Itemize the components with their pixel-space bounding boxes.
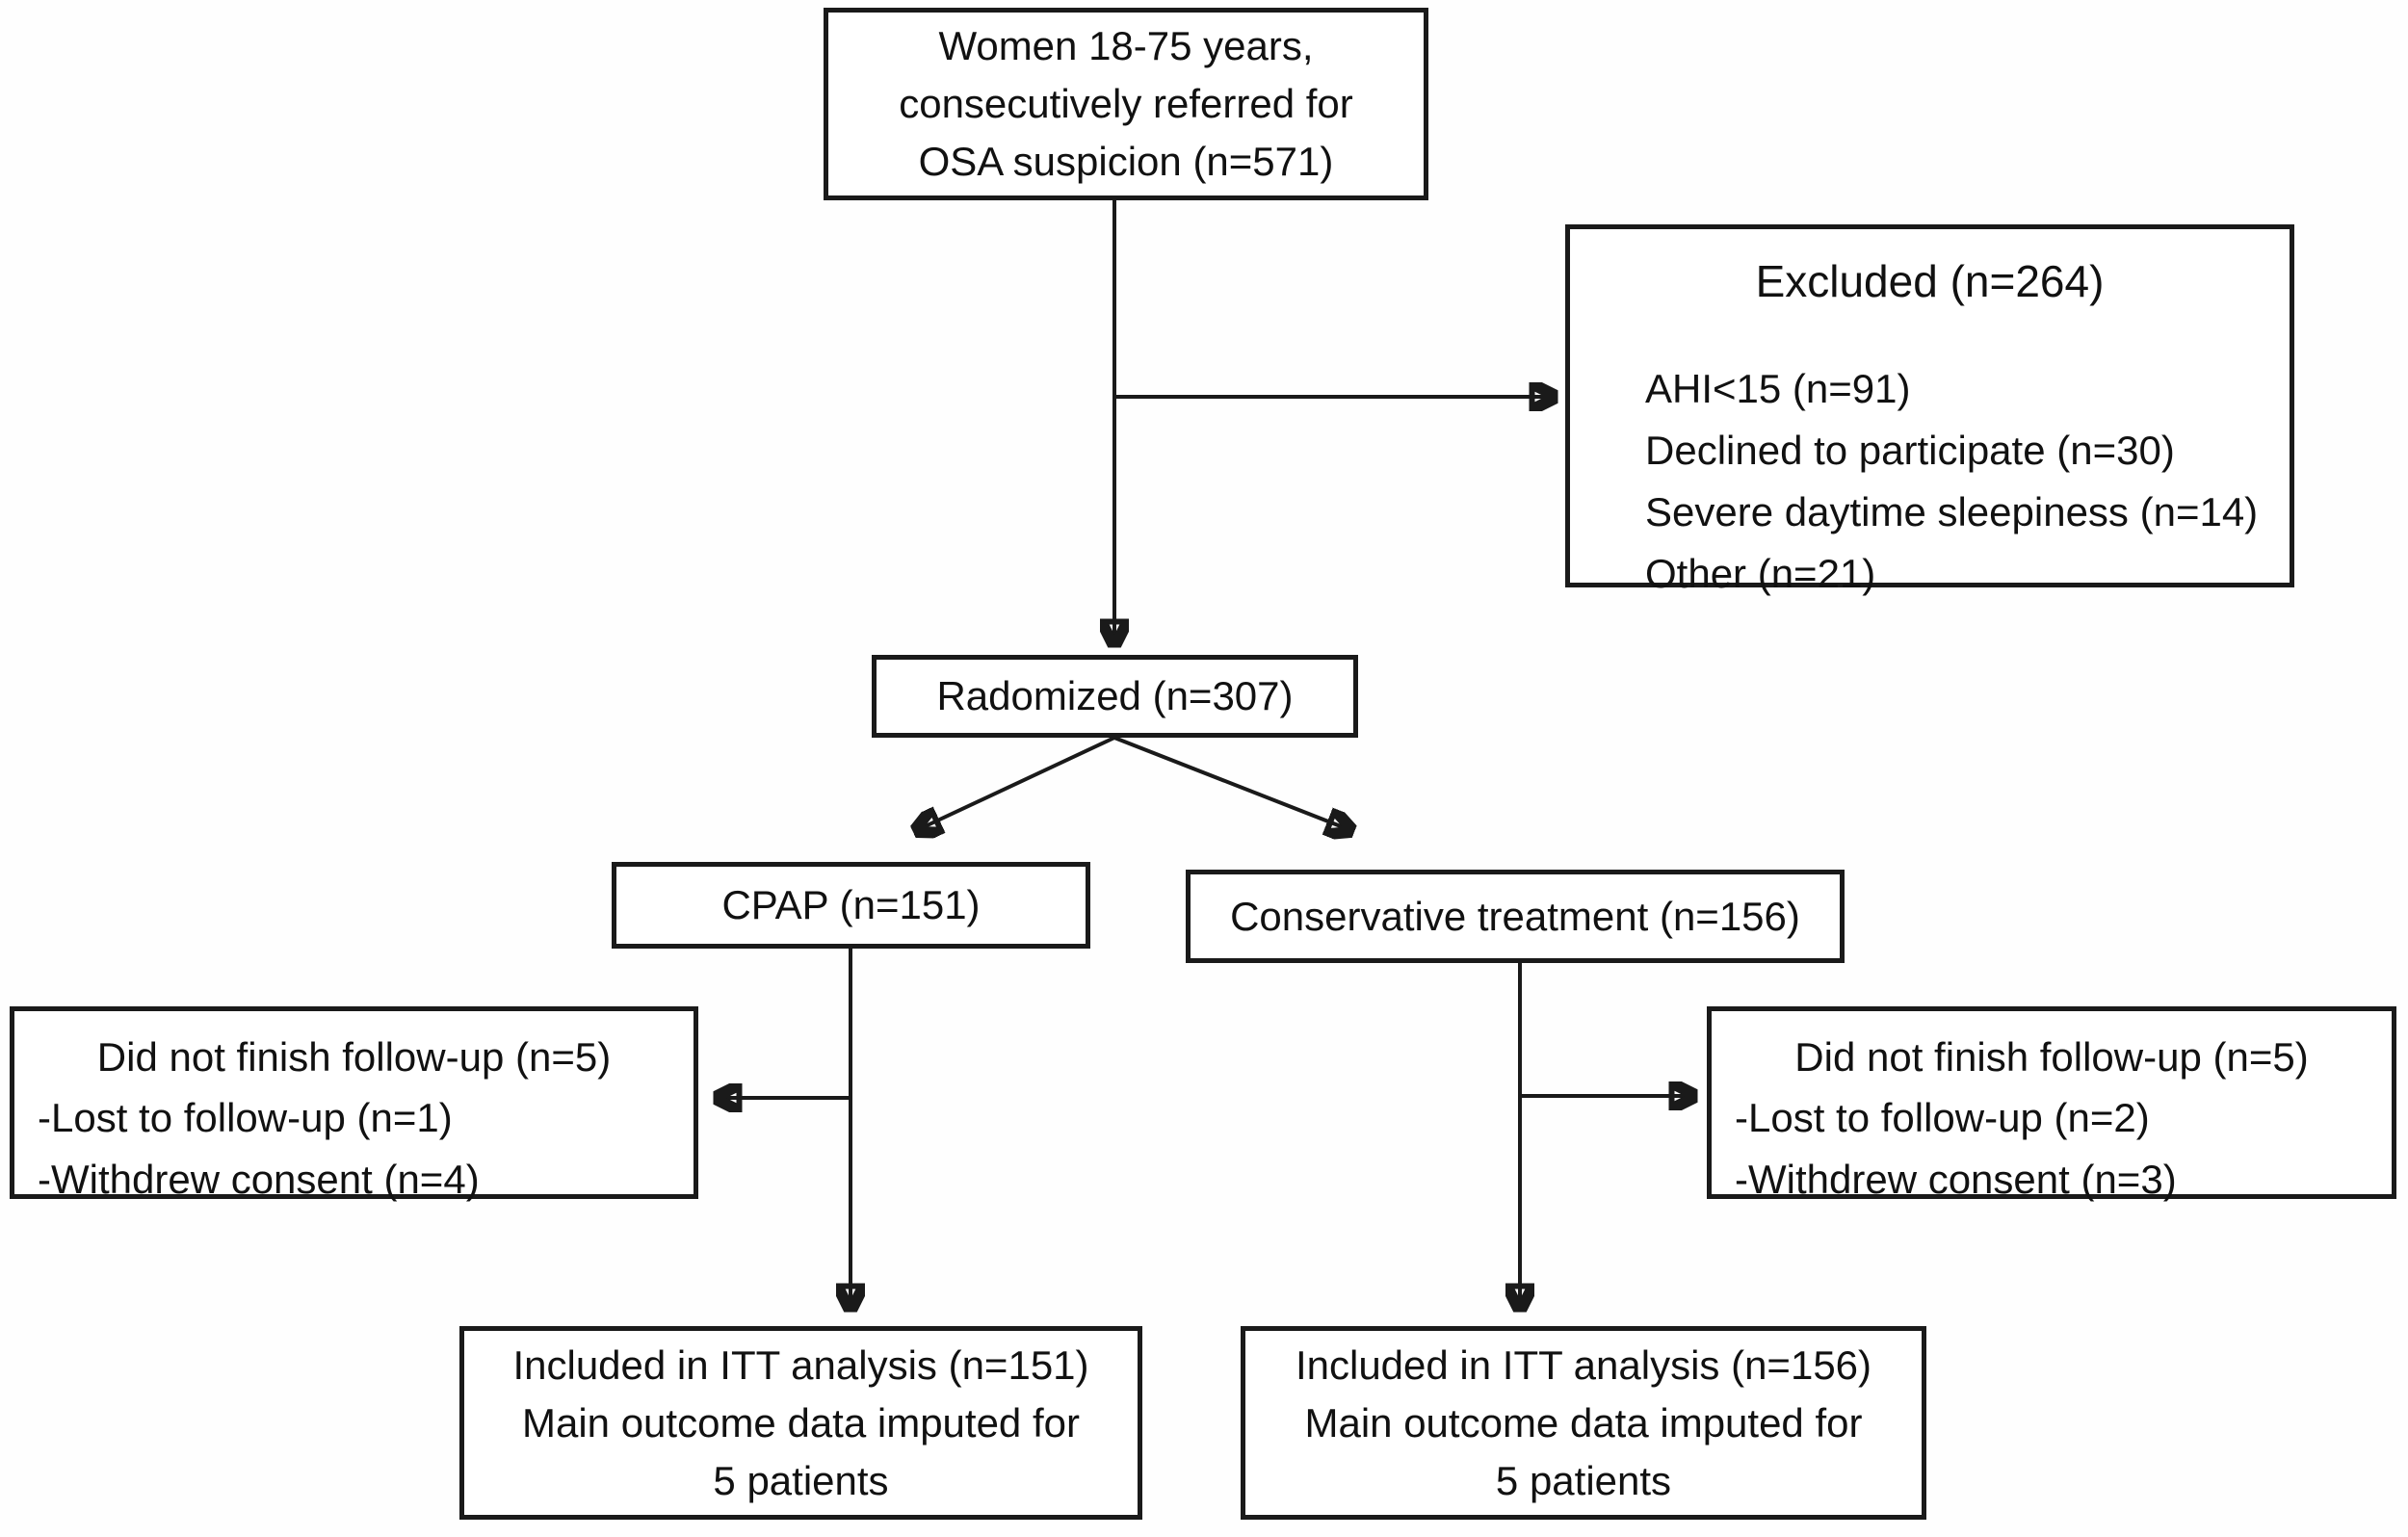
cpap-dropout-item-1: -Lost to follow-up (n=1) (38, 1095, 453, 1140)
randomized-label: Radomized (n=307) (936, 673, 1294, 718)
cpap-itt-line-2: Main outcome data imputed for (522, 1399, 1080, 1446)
excluded-item-3: Severe daytime sleepiness (n=14) (1645, 489, 2259, 534)
cpap-dropout-title: Did not finish follow-up (n=5) (96, 1034, 612, 1080)
cpap-box: CPAP (n=151) (612, 862, 1090, 949)
cpap-dropout-box: Did not finish follow-up (n=5) -Lost to … (10, 1006, 698, 1202)
eligible-line-2: consecutively referred for (899, 81, 1353, 126)
cpap-dropout-items: -Lost to follow-up (n=1) -Withdrew conse… (14, 1088, 694, 1210)
conservative-dropout-box: Did not finish follow-up (n=5) -Lost to … (1707, 1006, 2396, 1202)
conservative-dropout-items: -Lost to follow-up (n=2) -Withdrew conse… (1712, 1088, 2392, 1210)
arrow-randomized-to-cpap-icon (917, 736, 1115, 830)
conservative-itt-line-3: 5 patients (1495, 1457, 1672, 1503)
conservative-box: Conservative treatment (n=156) (1186, 870, 1845, 963)
excluded-item-1: AHI<15 (n=91) (1645, 366, 1911, 411)
eligible-line-3: OSA suspicion (n=571) (918, 139, 1334, 184)
conservative-itt-line-1: Included in ITT analysis (n=156) (1295, 1342, 1872, 1388)
conservative-itt-box: Included in ITT analysis (n=156) Main ou… (1241, 1326, 1926, 1520)
excluded-item-2: Declined to participate (n=30) (1645, 428, 2175, 473)
eligible-box: Women 18-75 years, consecutively referre… (824, 8, 1428, 200)
excluded-box: Excluded (n=264) AHI<15 (n=91) Declined … (1565, 224, 2294, 596)
cpap-itt-line-1: Included in ITT analysis (n=151) (512, 1342, 1089, 1388)
conservative-dropout-item-2: -Withdrew consent (n=3) (1735, 1157, 2177, 1202)
excluded-items: AHI<15 (n=91) Declined to participate (n… (1570, 358, 2290, 605)
randomized-box: Radomized (n=307) (872, 655, 1358, 738)
cpap-dropout-item-2: -Withdrew consent (n=4) (38, 1157, 480, 1202)
cpap-label: CPAP (n=151) (721, 882, 981, 927)
conservative-label: Conservative treatment (n=156) (1230, 893, 1800, 939)
conservative-dropout-title: Did not finish follow-up (n=5) (1794, 1034, 2309, 1080)
eligible-line-1: Women 18-75 years, (938, 23, 1314, 68)
cpap-itt-line-3: 5 patients (713, 1457, 889, 1503)
cpap-itt-box: Included in ITT analysis (n=151) Main ou… (459, 1326, 1142, 1520)
arrow-randomized-to-conservative-icon (1113, 736, 1350, 830)
conservative-itt-line-2: Main outcome data imputed for (1304, 1399, 1863, 1446)
excluded-item-4: Other (n=21) (1645, 551, 1876, 596)
conservative-dropout-item-1: -Lost to follow-up (n=2) (1735, 1095, 2150, 1140)
excluded-title: Excluded (n=264) (1755, 256, 2105, 306)
